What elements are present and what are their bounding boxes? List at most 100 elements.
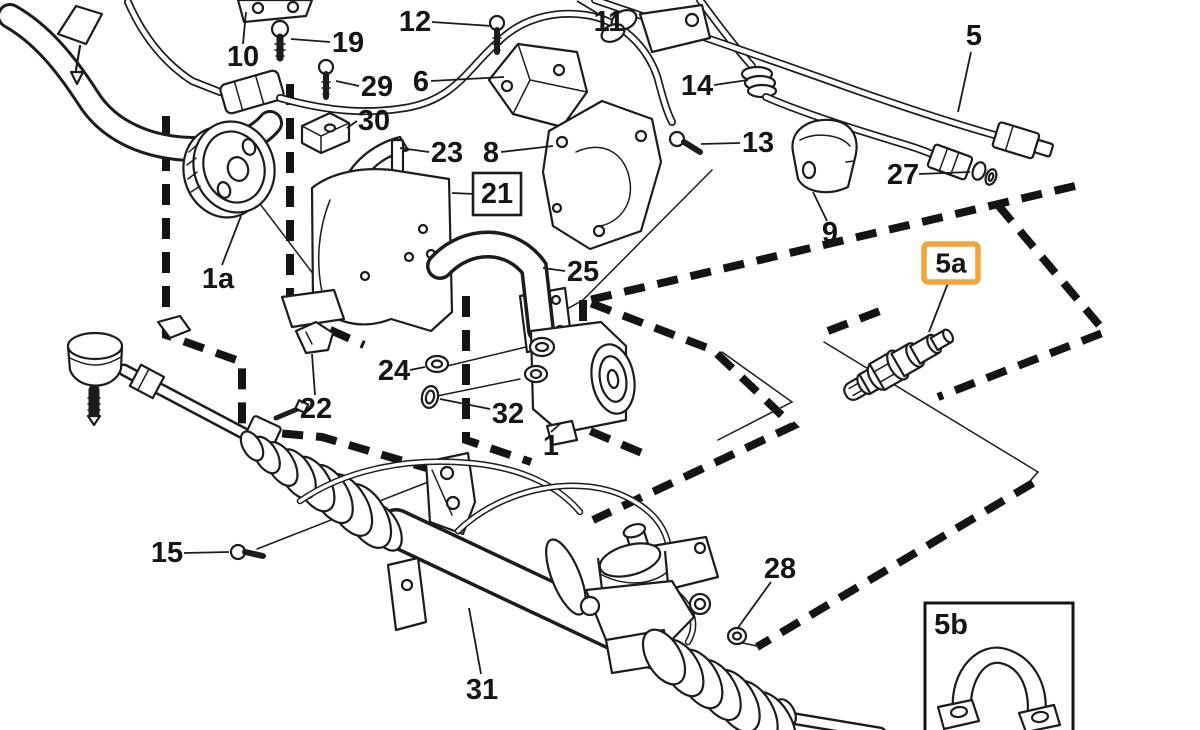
callout-text-6: 6: [413, 66, 429, 98]
leader-line-32: [439, 398, 491, 410]
callout-text-9: 9: [822, 217, 838, 249]
callout-text-8: 8: [483, 137, 499, 169]
callout-31[interactable]: 31: [466, 674, 498, 706]
leader-line-29: [335, 80, 360, 87]
small-clip: [156, 314, 192, 340]
steering-pump: [523, 320, 636, 447]
callout-19[interactable]: 19: [332, 27, 364, 59]
bolt-19: [270, 19, 290, 62]
leader-line-9: [812, 191, 828, 222]
leader-line-23: [399, 147, 430, 153]
callout-text-28: 28: [764, 553, 796, 585]
callout-27[interactable]: 27: [887, 159, 919, 191]
callout-text-1a: 1a: [202, 263, 235, 295]
callout-text-31: 31: [466, 674, 498, 706]
leader-line-15: [183, 551, 230, 554]
callout-14[interactable]: 14: [681, 70, 713, 102]
bolt-12: [488, 14, 506, 55]
callout-10[interactable]: 10: [227, 41, 259, 73]
callout-text-21: 21: [481, 178, 513, 210]
leader-line-22: [311, 353, 316, 396]
bolt-29: [317, 58, 335, 100]
callout-6[interactable]: 6: [413, 66, 429, 98]
callout-text-27: 27: [887, 159, 919, 191]
highlight-box-5a: [921, 241, 981, 285]
callout-text-12: 12: [399, 6, 431, 38]
leader-line-13: [700, 142, 741, 145]
callout-text-24: 24: [378, 355, 410, 387]
callout-28[interactable]: 28: [764, 553, 796, 585]
callout-text-5a: 5a: [935, 248, 967, 279]
leader-line-1a: [221, 215, 242, 266]
callout-32[interactable]: 32: [492, 398, 524, 430]
callout-text-11: 11: [594, 6, 625, 38]
o-ring-32: [420, 385, 440, 409]
leader-line-12: [431, 21, 493, 27]
leader-line-6: [430, 76, 505, 82]
leader-line-27: [918, 171, 971, 175]
leader-line-11: [576, 0, 598, 14]
callout-22[interactable]: 22: [300, 393, 332, 425]
callout-5[interactable]: 5: [966, 20, 982, 52]
clip-22: [294, 320, 335, 355]
callout-5a[interactable]: 5a: [921, 241, 981, 285]
bushing-9: [791, 118, 858, 194]
callout-29[interactable]: 29: [361, 71, 393, 103]
callout-12[interactable]: 12: [399, 6, 431, 38]
top-edge-bracket: [236, 0, 314, 24]
left-mount-bracket: [386, 556, 428, 632]
right-bellows: [641, 628, 886, 730]
leader-line-30: [346, 120, 358, 129]
pressure-pipe-union: [124, 0, 676, 126]
rack-mount-bracket: [424, 451, 477, 536]
callout-box-21: [471, 171, 523, 217]
callout-text-32: 32: [492, 398, 524, 430]
callout-11[interactable]: 11: [594, 6, 625, 38]
callout-15[interactable]: 15: [151, 537, 183, 569]
callout-24[interactable]: 24: [378, 355, 410, 387]
callout-text-23: 23: [431, 137, 463, 169]
callout-13[interactable]: 13: [742, 127, 774, 159]
callout-1[interactable]: 1: [543, 430, 559, 462]
callout-text-15: 15: [151, 537, 183, 569]
leader-line-8: [500, 145, 554, 153]
leader-line-1: [550, 422, 562, 433]
leader-line-10: [242, 11, 247, 45]
pulley: [182, 120, 276, 219]
callout-23[interactable]: 23: [431, 137, 463, 169]
callout-21[interactable]: 21: [471, 171, 523, 217]
callout-overlay: 10 19 12 29 6 30 23 8 21 11 14 5 13 27 9 5a 1a 25 22 24 32 1 1…: [151, 0, 982, 706]
tie-rod-end: [66, 331, 310, 448]
leader-line-25: [542, 267, 566, 272]
callout-text-22: 22: [300, 393, 332, 425]
callout-5b: 5b: [934, 609, 968, 641]
leader-line-5a: [928, 282, 949, 333]
o-ring-28: [726, 626, 748, 646]
leader-line-24: [409, 366, 426, 371]
bracket-21: [280, 138, 454, 333]
inset-box-5b: [923, 601, 1075, 730]
leader-line-28: [736, 581, 772, 630]
rubber-block: [300, 111, 351, 155]
callout-text-14: 14: [681, 70, 713, 102]
callout-8[interactable]: 8: [483, 137, 499, 169]
link-bracket: [600, 3, 712, 54]
callout-text-5b: 5b: [934, 609, 968, 641]
bolt-15: [229, 543, 266, 561]
callout-30[interactable]: 30: [358, 105, 390, 137]
callout-text-29: 29: [361, 71, 393, 103]
pipe-with-bushing: [696, 0, 998, 186]
callout-text-13: 13: [742, 127, 774, 159]
leader-line-14: [713, 79, 749, 86]
callout-text-30: 30: [358, 105, 390, 137]
callout-text-1: 1: [543, 430, 559, 462]
leader-line-5: [957, 51, 972, 113]
callout-1a[interactable]: 1a: [202, 263, 235, 295]
callout-9[interactable]: 9: [822, 217, 838, 249]
callout-text-10: 10: [227, 41, 259, 73]
callout-25[interactable]: 25: [567, 256, 599, 288]
bracket-6: [487, 42, 589, 129]
callout-text-19: 19: [332, 27, 364, 59]
